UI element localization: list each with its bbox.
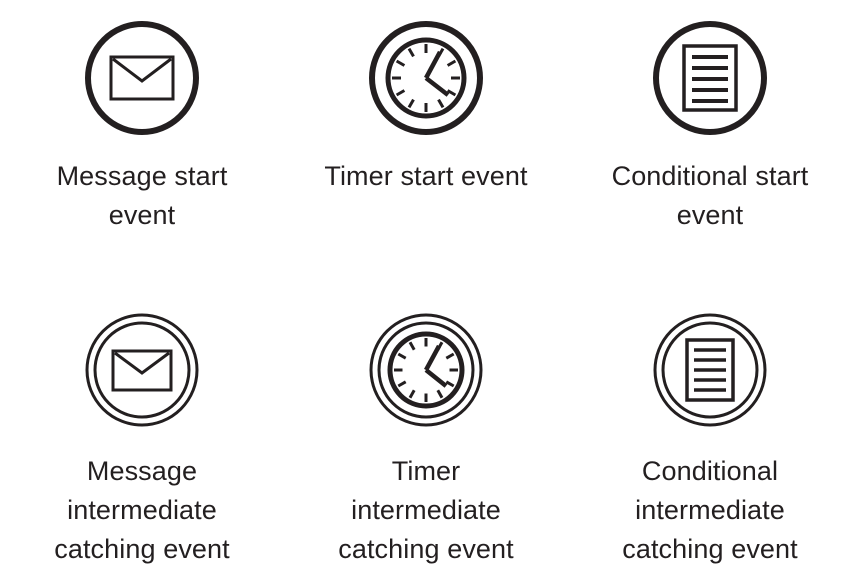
document-lines bbox=[694, 348, 726, 392]
intermediate-event-outer-circle bbox=[653, 313, 767, 427]
start-event-outer-circle bbox=[85, 21, 199, 135]
timer-start-event-symbol[interactable] bbox=[364, 0, 488, 148]
timer-start-event-cell[interactable]: Timer start event bbox=[284, 0, 568, 290]
clock-minute-hand bbox=[424, 344, 441, 372]
envelope-body bbox=[109, 55, 175, 101]
envelope-flap bbox=[114, 351, 170, 375]
intermediate-event-outer-circle bbox=[369, 313, 483, 427]
clock-hour-hand bbox=[424, 76, 450, 97]
start-event-outer-circle bbox=[653, 21, 767, 135]
document-lines bbox=[692, 55, 728, 103]
intermediate-event-inner-circle bbox=[93, 321, 191, 419]
clock-bezel bbox=[385, 37, 467, 119]
document-body bbox=[682, 44, 738, 112]
intermediate-event-outer-circle bbox=[85, 313, 199, 427]
message-start-event-cell[interactable]: Message start event bbox=[0, 0, 284, 290]
conditional-intermediate-catching-event-cell[interactable]: Conditional intermediate catching event bbox=[568, 290, 852, 585]
timer-intermediate-catching-event-cell[interactable]: Timer intermediate catching event bbox=[284, 290, 568, 585]
conditional-intermediate-catching-event-symbol[interactable] bbox=[648, 290, 772, 440]
clock-icon bbox=[369, 21, 483, 135]
intermediate-event-inner-circle bbox=[661, 321, 759, 419]
message-intermediate-catching-event-label: Message intermediate catching event bbox=[54, 456, 230, 564]
conditional-start-event-label: Conditional start event bbox=[611, 161, 809, 230]
clock-minute-hand bbox=[424, 50, 442, 80]
envelope-icon bbox=[85, 21, 199, 135]
timer-intermediate-catching-event-label: Timer intermediate catching event bbox=[338, 456, 514, 564]
timer-start-event-label: Timer start event bbox=[324, 161, 528, 191]
document-body bbox=[685, 338, 735, 402]
envelope-body bbox=[111, 349, 173, 392]
message-intermediate-catching-event-symbol[interactable] bbox=[80, 290, 204, 440]
document-lines-icon bbox=[653, 313, 767, 427]
clock-bezel bbox=[387, 331, 465, 409]
timer-intermediate-catching-event-symbol[interactable] bbox=[364, 290, 488, 440]
conditional-start-event-cell[interactable]: Conditional start event bbox=[568, 0, 852, 290]
conditional-start-event-symbol[interactable] bbox=[648, 0, 772, 148]
start-event-outer-circle bbox=[369, 21, 483, 135]
intermediate-event-inner-circle bbox=[377, 321, 475, 419]
envelope-icon bbox=[85, 313, 199, 427]
document-lines-icon bbox=[653, 21, 767, 135]
message-intermediate-catching-event-cell[interactable]: Message intermediate catching event bbox=[0, 290, 284, 585]
clock-icon bbox=[369, 313, 483, 427]
clock-hour-hand bbox=[424, 368, 448, 388]
message-start-event-symbol[interactable] bbox=[80, 0, 204, 148]
message-start-event-label: Message start event bbox=[56, 161, 228, 230]
conditional-intermediate-catching-event-label: Conditional intermediate catching event bbox=[622, 456, 798, 564]
envelope-flap bbox=[112, 57, 172, 83]
clock-ticks bbox=[394, 338, 458, 402]
